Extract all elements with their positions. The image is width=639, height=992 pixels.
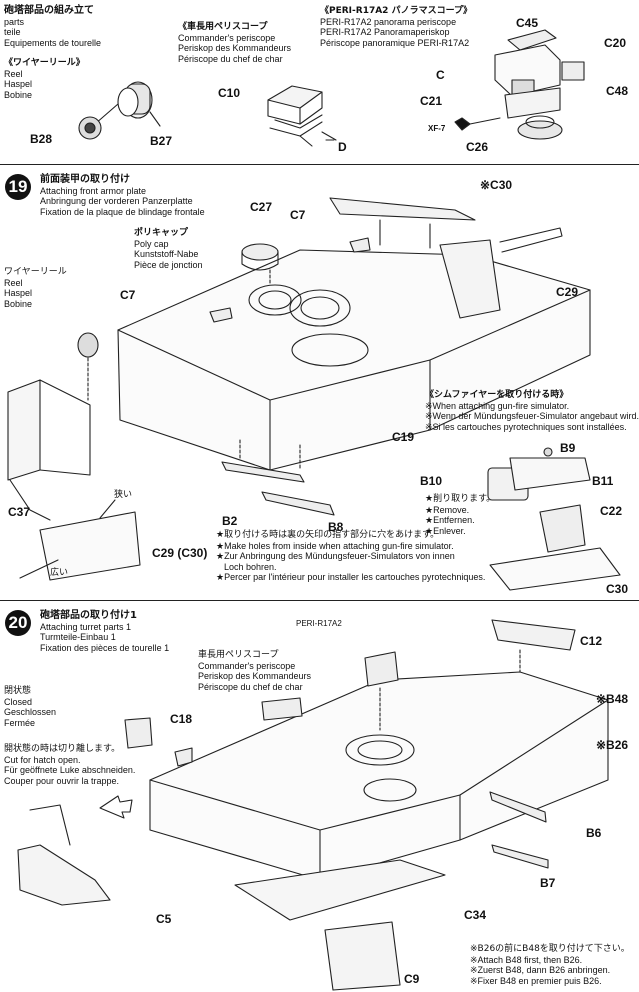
part-label-c27: C27 <box>250 200 273 214</box>
narrow-label: 狭い <box>114 490 133 500</box>
part-label-c34: C34 <box>464 908 487 922</box>
part-label-c: C <box>436 68 445 82</box>
part-label-b6: B6 <box>586 826 602 840</box>
part-label-c21: C21 <box>420 94 443 108</box>
paint-label-xf7: XF-7 <box>428 124 446 133</box>
part-label-b8: B8 <box>328 520 344 534</box>
part-label-c20: C20 <box>604 36 627 50</box>
closed-caption: 閉状態 Closed Geschlossen Fermée <box>4 686 57 728</box>
part-label-c12: C12 <box>580 634 603 648</box>
step20-title: 砲塔部品の取り付け1 Attaching turret parts 1 Turm… <box>40 610 170 653</box>
part-label-c7-lower: C7 <box>120 288 136 302</box>
step19-reel-caption: ワイヤーリール Reel Haspel Bobine <box>4 267 67 309</box>
section-divider <box>0 164 639 165</box>
part-label-b7: B7 <box>540 876 556 890</box>
step19-simulator-drawing <box>487 447 621 591</box>
part-label-c29-c30: C29 (C30) <box>152 546 208 560</box>
part-label-d: D <box>338 140 347 154</box>
part-label-b27: B27 <box>150 134 173 148</box>
part-label-c37: C37 <box>8 505 31 519</box>
simulator-note: 《シムファイヤーを取り付ける時》 ※When attaching gun-fir… <box>425 390 639 432</box>
remove-note: ★削り取ります。 ★Remove. ★Entfernen. ★Enlever. <box>425 494 496 536</box>
section-divider <box>0 600 639 601</box>
peri-label: PERI-R17A2 <box>296 619 342 628</box>
part-label-b2: B2 <box>222 514 238 528</box>
part-label-b28: B28 <box>30 132 53 146</box>
b26-order-note: ※B26の前にB48を取り付けて下さい。 ※Attach B48 first, … <box>470 944 630 986</box>
part-label-c30-top: ※C30 <box>480 178 513 192</box>
part-label-c9: C9 <box>404 972 420 986</box>
part-label-c22: C22 <box>600 504 623 518</box>
step19-turret-drawing <box>7 197 591 521</box>
turret-parts-title: 砲塔部品の組み立て parts teile Equipements de tou… <box>4 5 102 48</box>
part-label-c19: C19 <box>392 430 415 444</box>
step-number-20: 20 <box>5 610 31 636</box>
reel-drawing <box>78 81 161 140</box>
commander-periscope-caption: 《車長用ペリスコープ Commander's periscope Perisko… <box>178 22 292 64</box>
part-label-c18: C18 <box>170 712 193 726</box>
step19-title: 前面装甲の取り付け Attaching front armor plate An… <box>40 174 205 217</box>
holes-note: ★取り付ける時は裏の矢印の指す部分に穴をあけます。 ★Make holes fr… <box>216 530 486 582</box>
hatch-open-caption: 開状態の時は切り離します。 Cut for hatch open. Für ge… <box>4 744 136 786</box>
panorama-periscope-caption: 《PERI-R17A2 パノラマスコープ》 PERI-R17A2 panoram… <box>320 6 473 48</box>
part-label-c45: C45 <box>516 16 539 30</box>
reel-caption: 《ワイヤーリール》 Reel Haspel Bobine <box>4 58 85 100</box>
part-label-c10: C10 <box>218 86 241 100</box>
part-label-b11: B11 <box>592 474 614 488</box>
step-number-19: 19 <box>5 174 31 200</box>
step19-plate-detail-drawing <box>19 499 141 581</box>
part-label-c30-bottom: C30 <box>606 582 629 596</box>
part-label-c5: C5 <box>156 912 172 926</box>
part-label-c7-upper: C7 <box>290 208 306 222</box>
commander-periscope-drawing <box>267 85 337 147</box>
wide-label: 広い <box>50 568 69 578</box>
part-label-c26: C26 <box>466 140 489 154</box>
step20-commander-caption: 車長用ペリスコープ Commander's periscope Periskop… <box>198 650 312 692</box>
part-label-b26: ※B26 <box>596 738 629 752</box>
part-label-c48: C48 <box>606 84 629 98</box>
part-label-b10: B10 <box>420 474 443 488</box>
panorama-periscope-drawing <box>454 29 585 140</box>
step20-turret-drawing <box>17 619 609 991</box>
polycap-caption: ポリキャップ Poly cap Kunststoff-Nabe Pièce de… <box>134 228 203 270</box>
part-label-c29: C29 <box>556 285 579 299</box>
part-label-b48: ※B48 <box>596 692 629 706</box>
part-label-b9: B9 <box>560 441 576 455</box>
